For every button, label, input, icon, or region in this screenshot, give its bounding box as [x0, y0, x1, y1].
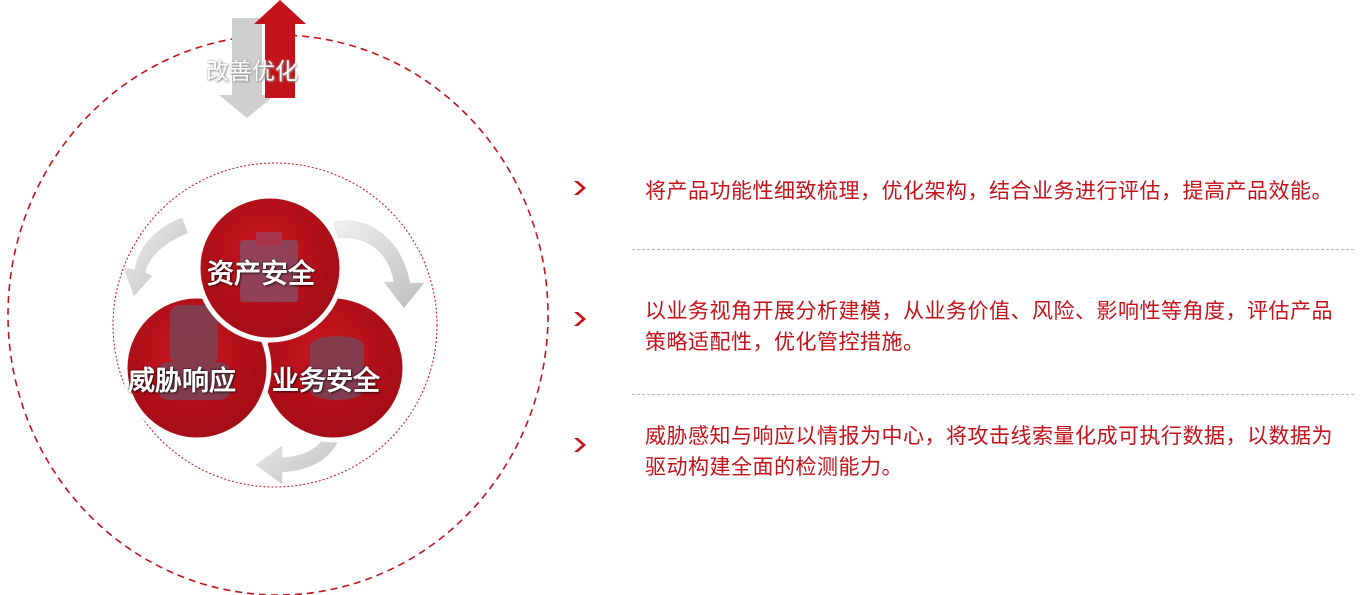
inner-dotted-ring — [112, 162, 438, 488]
description-item-3: 威胁感知与响应以情报为中心，将攻击线索量化成可执行数据，以数据为驱动构建全面的检… — [645, 424, 1333, 479]
improve-arrow-icon — [219, 0, 306, 118]
chevron-right-icon — [574, 438, 586, 452]
cycle-diagram — [7, 0, 549, 595]
user-icon — [157, 305, 231, 400]
outer-dashed-ring — [7, 34, 549, 595]
improve-optimize-label: 改善优化 — [206, 59, 298, 85]
database-icon — [310, 336, 364, 400]
description-item-1: 将产品功能性细致梳理，优化架构，结合业务进行评估，提高产品效能。 — [645, 179, 1333, 203]
description-item-2: 以业务视角开展分析建模，从业务价值、风险、影响性等角度，评估产品策略适配性，优化… — [645, 299, 1333, 354]
chevron-right-icon — [574, 312, 586, 326]
node-asset-security — [195, 193, 345, 343]
divider-1 — [632, 249, 1354, 250]
chevron-right-icon — [574, 181, 586, 195]
asset-security-label: 资产安全 — [207, 259, 315, 290]
divider-2 — [632, 394, 1354, 395]
threat-response-label: 威胁响应 — [128, 366, 236, 397]
id-card-icon — [240, 232, 298, 302]
business-security-label: 业务安全 — [272, 366, 380, 397]
